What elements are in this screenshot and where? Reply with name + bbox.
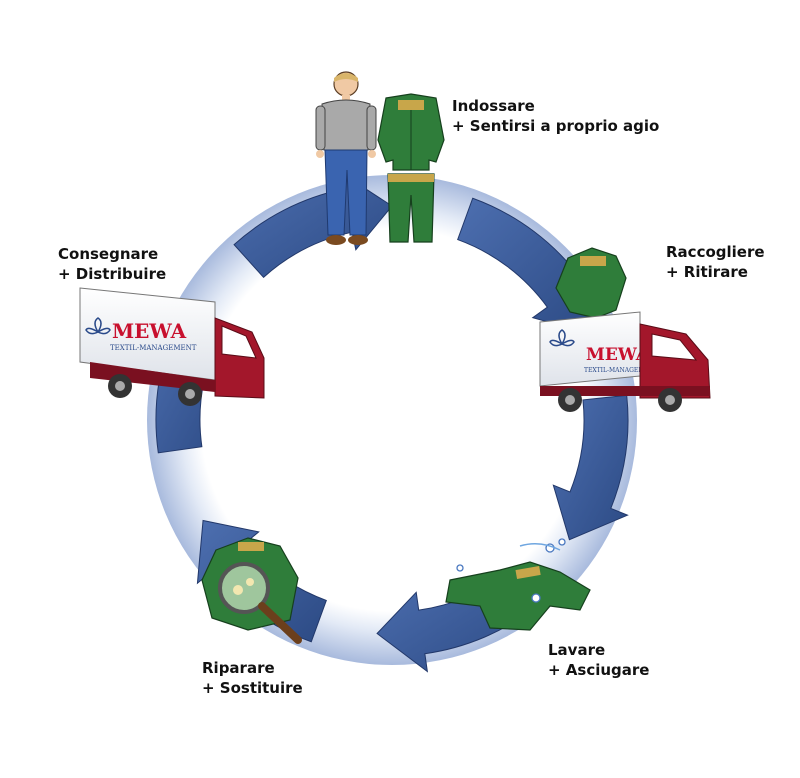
step-subtitle: + Sostituire <box>202 679 303 697</box>
person-with-workwear-icon <box>315 71 445 245</box>
step-subtitle: + Distribuire <box>58 265 167 283</box>
pickup-truck-icon: MEWA TEXTIL-MANAGEMENT <box>539 247 711 412</box>
magnifier-inspection-icon <box>201 537 302 644</box>
svg-text:TEXTIL-MANAGEMENT: TEXTIL-MANAGEMENT <box>110 344 197 352</box>
step-title: Raccogliere <box>666 243 765 261</box>
step-title: Riparare <box>202 659 275 677</box>
step-label-riparare: Riparare + Sostituire <box>202 658 303 698</box>
step-title: Indossare <box>452 97 535 115</box>
delivery-truck-icon: MEWA TEXTIL-MANAGEMENT <box>79 287 265 406</box>
step-subtitle: + Sentirsi a proprio agio <box>452 117 660 135</box>
svg-text:MEWA: MEWA <box>112 319 187 343</box>
step-subtitle: + Asciugare <box>548 661 650 679</box>
step-label-lavare: Lavare + Asciugare <box>548 640 649 680</box>
step-title: Consegnare <box>58 245 159 263</box>
cycle-ring <box>147 175 637 665</box>
washing-garment-icon <box>445 538 591 631</box>
step-label-consegnare: Consegnare + Distribuire <box>58 244 166 284</box>
step-label-raccogliere: Raccogliere + Ritirare <box>666 242 765 282</box>
svg-text:MEWA: MEWA <box>586 345 650 365</box>
step-title: Lavare <box>548 641 606 659</box>
step-label-indossare: Indossare + Sentirsi a proprio agio <box>452 96 659 136</box>
cycle-arrow-2 <box>552 394 629 541</box>
step-subtitle: + Ritirare <box>666 263 748 281</box>
svg-text:TEXTIL-MANAGEMENT: TEXTIL-MANAGEMENT <box>584 367 658 374</box>
